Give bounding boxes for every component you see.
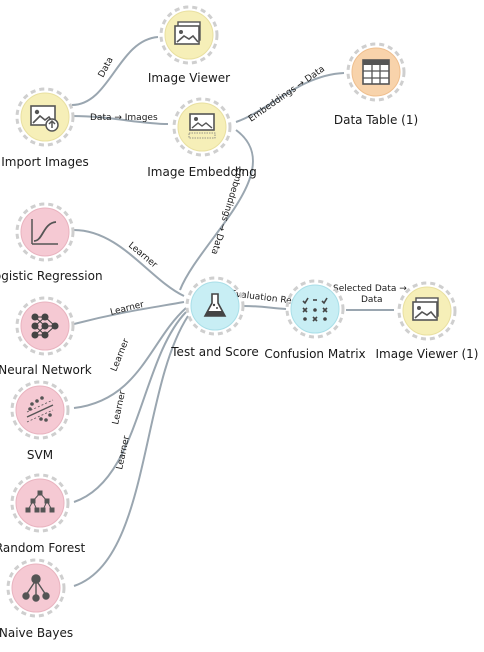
node-body [20, 207, 70, 257]
node-halo [185, 276, 245, 336]
node-naive-bayes[interactable] [6, 558, 66, 618]
node-halo [15, 87, 75, 147]
node-label-data-table: Data Table (1) [334, 113, 418, 127]
link-import-to-embedding[interactable] [71, 115, 169, 125]
node-label-svm: SVM [27, 448, 53, 462]
node-halo [10, 473, 70, 533]
node-label-naive-bayes: Naive Bayes [0, 626, 73, 640]
node-neural-network[interactable] [15, 296, 75, 356]
link-embedding-to-table[interactable] [235, 72, 345, 123]
link-nn-to-testscore[interactable] [73, 301, 185, 325]
node-label-neural-network: Neural Network [0, 363, 92, 377]
node-label-import-images: Import Images [1, 155, 88, 169]
node-data-table[interactable] [346, 42, 406, 102]
node-halo [159, 5, 219, 65]
link-rf-to-testscore[interactable] [73, 311, 187, 503]
node-halo [397, 281, 457, 341]
node-halo [285, 279, 345, 339]
node-body [15, 385, 65, 435]
flask-icon [203, 293, 227, 317]
edge-label-learner-nb: Learner [115, 435, 132, 471]
edge-label-data: Data [97, 56, 116, 80]
edge-label-embeddings-down: Embeddings → Data [209, 166, 245, 255]
bayes-icon [22, 574, 50, 602]
node-label-image-viewer-1: Image Viewer (1) [375, 347, 478, 361]
node-image-viewer[interactable] [159, 5, 219, 65]
node-halo [15, 296, 75, 356]
image-icon [412, 297, 439, 321]
link-testscore-to-matrix[interactable] [243, 305, 287, 310]
node-label-confusion-matrix: Confusion Matrix [264, 347, 365, 361]
tree-icon [25, 490, 55, 513]
edge-label-data-images: Data → Images [90, 113, 158, 123]
sigmoid-icon [31, 219, 58, 245]
node-label-test-and-score: Test and Score [170, 345, 258, 359]
node-label-image-viewer: Image Viewer [148, 71, 230, 85]
link-embedding-to-testscore[interactable] [179, 129, 254, 291]
node-label-random-forest: Random Forest [0, 541, 85, 555]
node-halo [10, 380, 70, 440]
node-random-forest[interactable] [10, 473, 70, 533]
scatter-icon [26, 396, 54, 423]
edge-label-selected-data: Selected Data → [333, 284, 407, 294]
links [71, 36, 394, 587]
link-svm-to-testscore[interactable] [73, 307, 187, 409]
node-import-images[interactable] [15, 87, 75, 147]
node-image-viewer-1[interactable] [397, 281, 457, 341]
edge-label-selected-data-2: Data [361, 295, 383, 305]
link-logreg-to-testscore[interactable] [73, 229, 185, 297]
node-logistic-regression[interactable] [15, 202, 75, 262]
node-confusion-matrix[interactable] [285, 279, 345, 339]
link-import-to-viewer[interactable] [71, 36, 159, 106]
edge-label-learner-nn: Learner [109, 300, 145, 318]
node-svm[interactable] [10, 380, 70, 440]
link-nb-to-testscore[interactable] [73, 315, 189, 587]
matrix-icon [302, 297, 328, 322]
node-halo [172, 97, 232, 157]
node-test-and-score[interactable] [185, 276, 245, 336]
node-image-embedding[interactable] [172, 97, 232, 157]
node-halo [346, 42, 406, 102]
node-label-image-embedding: Image Embedding [147, 165, 256, 179]
node-halo [15, 202, 75, 262]
node-halo [6, 558, 66, 618]
edge-label-embeddings-top: Embeddings → Data [247, 64, 327, 124]
edge-label-learner-svm: Learner [110, 337, 132, 373]
network-icon [31, 313, 59, 339]
image-embedding-icon [188, 113, 216, 139]
table-icon [362, 59, 390, 85]
node-label-logistic-regression: Logistic Regression [0, 269, 103, 283]
image-icon [174, 21, 201, 45]
image-upload-icon [30, 105, 59, 132]
node-body [15, 478, 65, 528]
